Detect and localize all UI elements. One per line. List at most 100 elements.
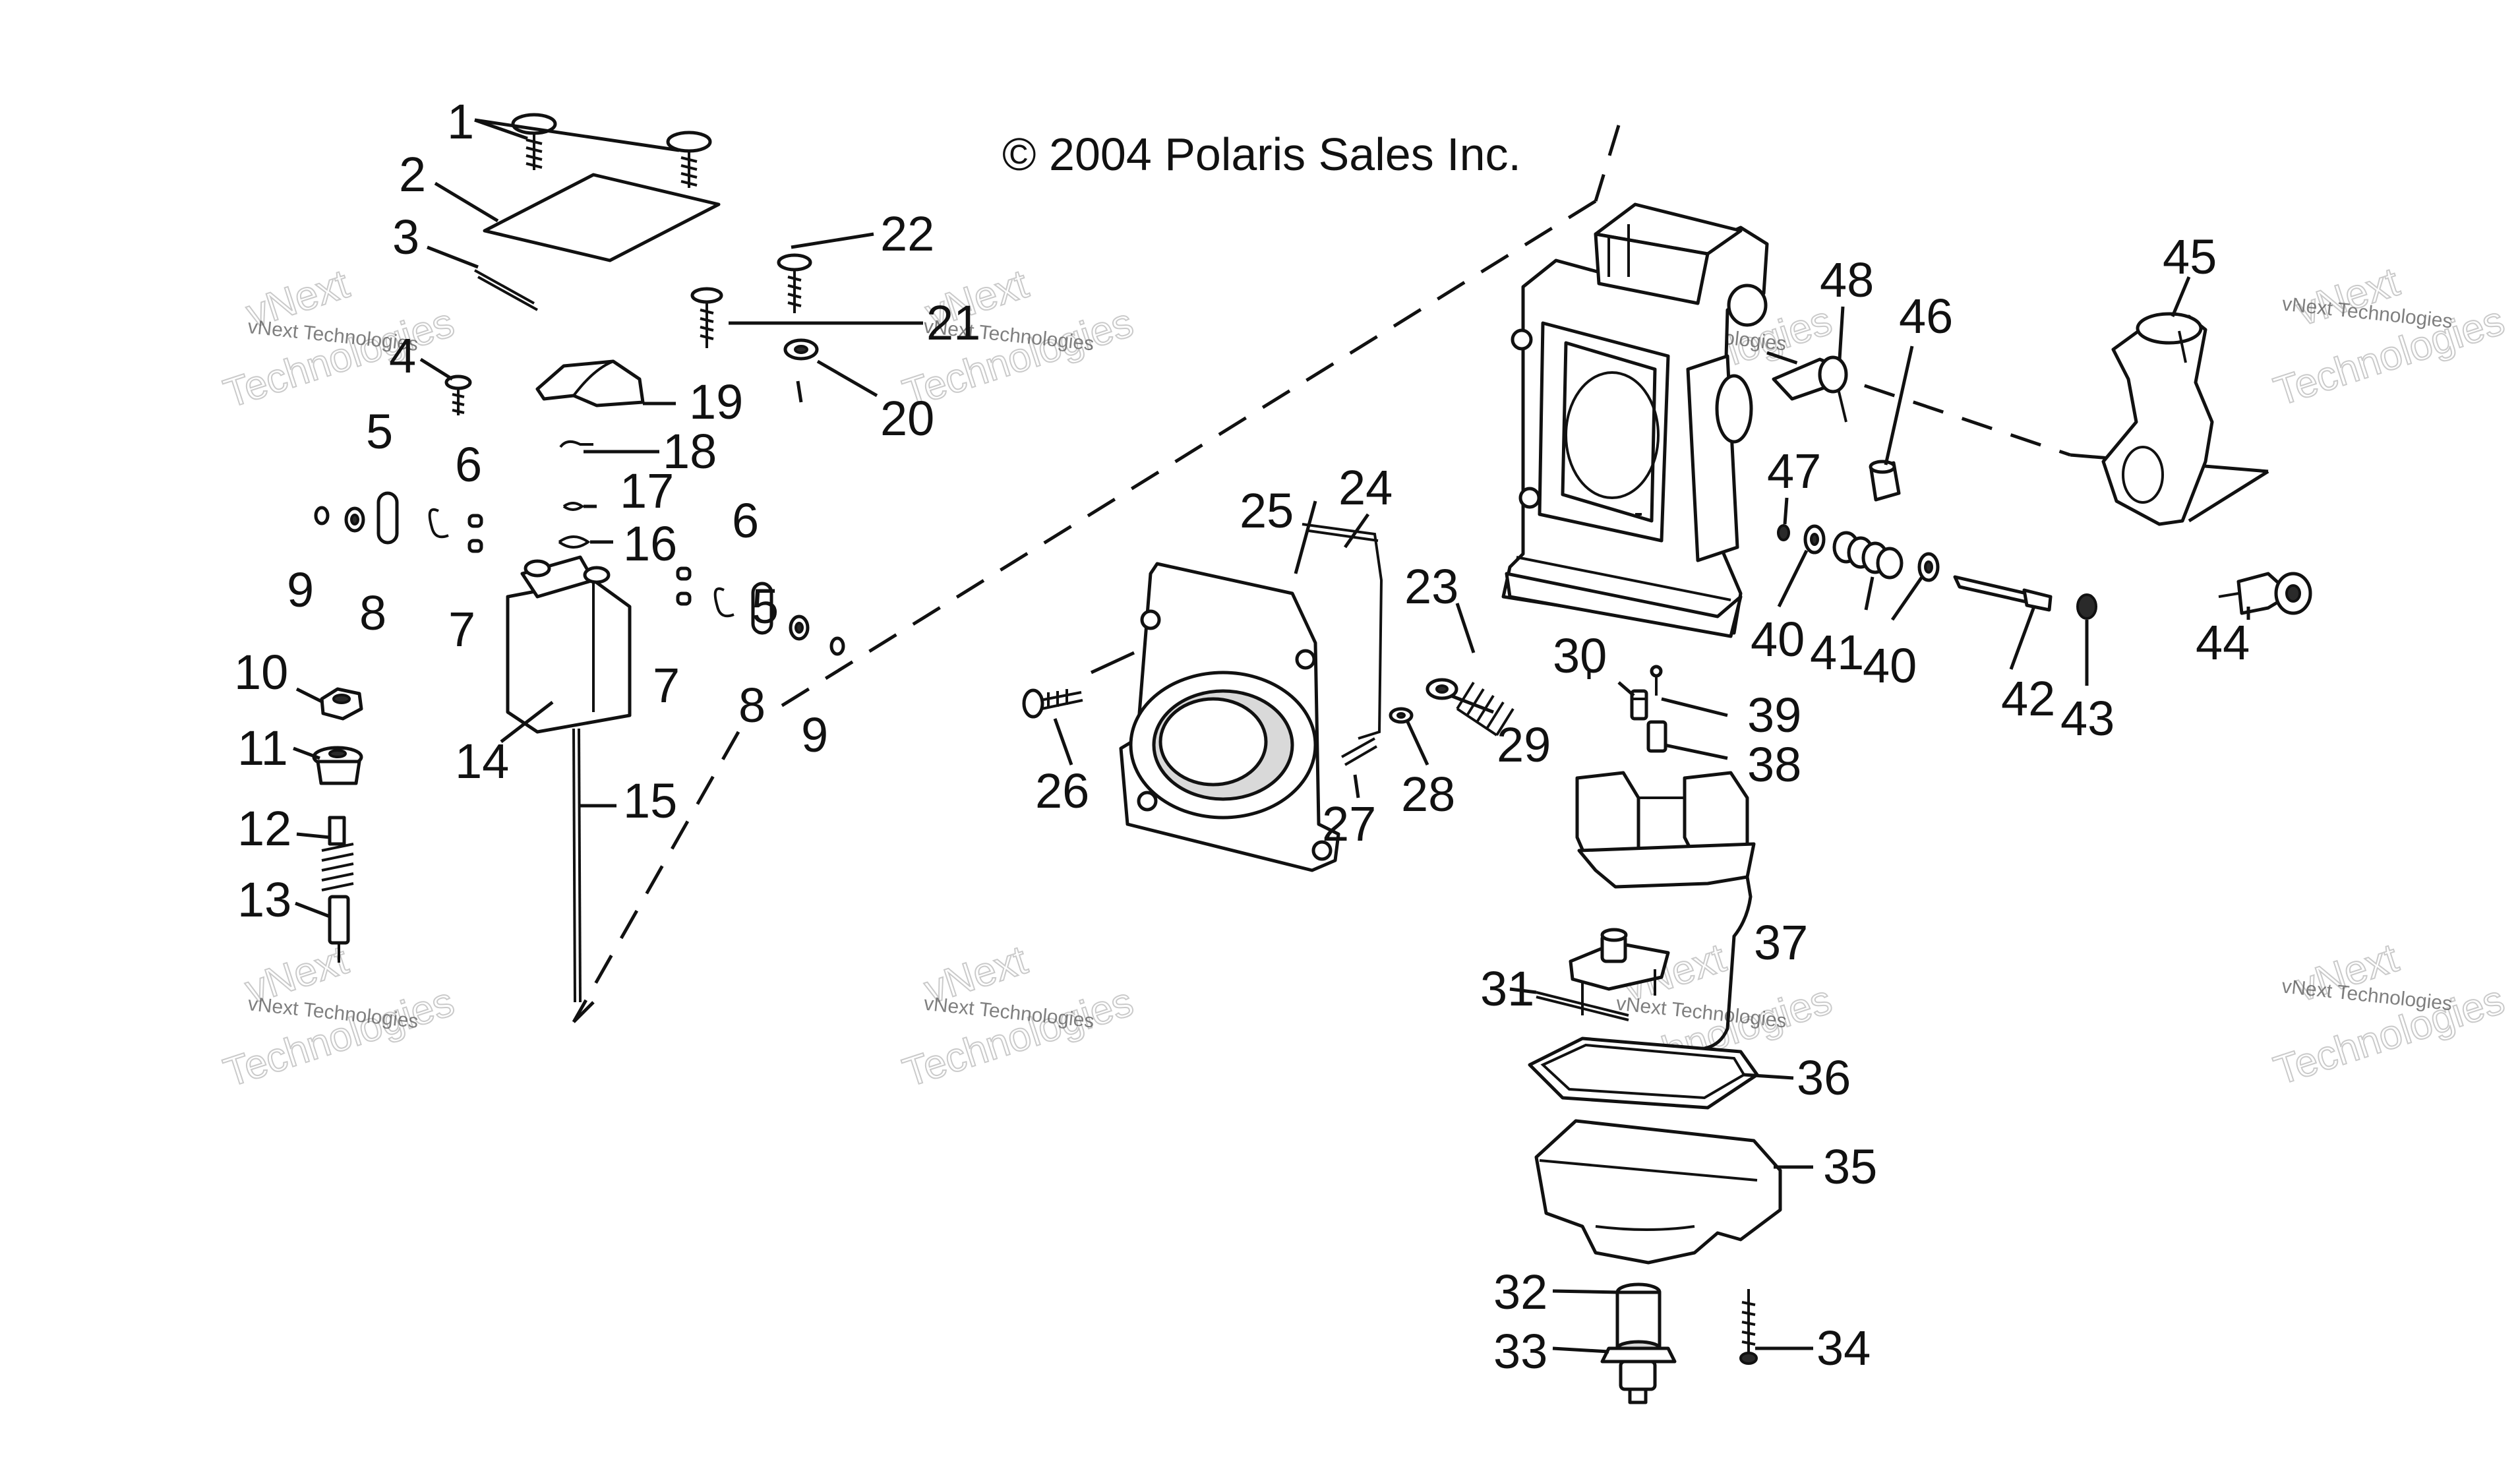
callout-1: 1 xyxy=(447,94,474,149)
bushing-7-left xyxy=(467,514,483,528)
callout-21: 21 xyxy=(926,295,980,350)
callout-42: 42 xyxy=(2001,671,2055,726)
callout-7-left: 7 xyxy=(448,602,475,657)
needle-jet-13 xyxy=(328,895,350,963)
callout-40-right: 40 xyxy=(1863,638,1917,693)
callout-9-right: 9 xyxy=(801,707,828,762)
callout-27: 27 xyxy=(1322,796,1376,851)
callout-24: 24 xyxy=(1338,460,1393,515)
screw-22 xyxy=(777,253,812,313)
watermark-bottom-right: vNext Technologies vNext Technologies xyxy=(2268,934,2511,1095)
callout-12: 12 xyxy=(237,801,291,856)
watermark-bottom-center: vNext Technologies vNext Technologies xyxy=(897,936,1139,1096)
callout-34: 34 xyxy=(1816,1321,1871,1375)
needle-15 xyxy=(572,728,576,1003)
callout-13: 13 xyxy=(237,872,291,927)
callout-46: 46 xyxy=(1899,289,1953,344)
washer-40-right xyxy=(1917,552,1940,582)
float-bowl-35 xyxy=(1534,1119,1782,1265)
float-37 xyxy=(1575,771,1756,889)
link-8-right xyxy=(751,582,773,635)
bracket-19 xyxy=(535,359,645,407)
washer-28 xyxy=(1389,707,1414,724)
callout-47: 47 xyxy=(1767,444,1821,498)
watermark-top-right: vNext Technologies vNext Technologies xyxy=(2268,258,2511,415)
washer-29 xyxy=(1425,678,1458,700)
callout-labels: 1 2 3 4 5 6 7 8 9 10 11 12 13 14 15 16 1… xyxy=(234,94,2250,1379)
pin-31 xyxy=(1536,991,1629,1017)
callout-38: 38 xyxy=(1747,737,1801,792)
callout-10: 10 xyxy=(234,645,288,700)
screw-26 xyxy=(1022,688,1083,719)
callout-17: 17 xyxy=(620,464,674,518)
callout-14: 14 xyxy=(455,734,509,789)
jet-30 xyxy=(1630,689,1648,721)
screw-34 xyxy=(1739,1289,1758,1365)
washer-17 xyxy=(562,502,585,511)
copyright-text: © 2004 Polaris Sales Inc. xyxy=(1002,129,1521,180)
guide-dash xyxy=(572,731,740,1023)
callout-8-left: 8 xyxy=(359,585,386,640)
callout-37: 37 xyxy=(1754,915,1808,970)
cover-plate-2 xyxy=(483,173,721,262)
bushing-7-right xyxy=(676,566,692,581)
main-jet-33 xyxy=(1600,1346,1677,1404)
callout-9-left: 9 xyxy=(287,562,314,617)
jet-39 xyxy=(1650,665,1663,696)
spring-41 xyxy=(1832,531,1904,580)
carburetor-body xyxy=(1501,202,1769,638)
choke-lever-45 xyxy=(2101,312,2214,526)
screw-1a xyxy=(511,113,557,170)
callout-48: 48 xyxy=(1820,253,1874,307)
callout-28: 28 xyxy=(1401,767,1455,822)
pin-27 xyxy=(1341,737,1378,766)
jet-38 xyxy=(1646,720,1667,753)
screw-1b xyxy=(666,131,712,188)
callout-3: 3 xyxy=(392,210,419,264)
callout-5-right: 5 xyxy=(752,579,779,634)
fitting-48 xyxy=(1772,355,1848,423)
drain-plug-32 xyxy=(1615,1282,1662,1357)
callout-19: 19 xyxy=(689,375,743,429)
callout-25: 25 xyxy=(1240,483,1294,538)
clip-6-right xyxy=(713,587,735,618)
callout-23: 23 xyxy=(1404,559,1458,614)
callout-4: 4 xyxy=(389,328,416,383)
callout-41: 41 xyxy=(1810,625,1864,680)
callout-18: 18 xyxy=(663,424,717,479)
callout-30: 30 xyxy=(1553,628,1607,683)
leader-lines xyxy=(293,118,2250,1354)
plunger-42 xyxy=(1953,575,2053,612)
callout-33: 33 xyxy=(1493,1324,1547,1379)
callout-20: 20 xyxy=(880,391,934,446)
callout-11: 11 xyxy=(237,721,288,775)
callout-31: 31 xyxy=(1480,961,1534,1016)
guide-dash xyxy=(770,199,1597,714)
ring-43 xyxy=(2076,593,2097,620)
intake-flange-25 xyxy=(1119,562,1340,872)
guide-dash xyxy=(2188,469,2269,523)
callout-32: 32 xyxy=(1493,1265,1547,1319)
gasket-24 xyxy=(1302,523,1383,740)
washer-16 xyxy=(558,535,591,549)
callout-35: 35 xyxy=(1823,1139,1877,1194)
ring-9-right xyxy=(829,636,845,656)
callout-43: 43 xyxy=(2060,691,2115,746)
callout-5-left: 5 xyxy=(366,404,393,459)
callout-45: 45 xyxy=(2163,229,2217,284)
nut-10 xyxy=(320,687,363,721)
callout-6-left: 6 xyxy=(455,437,482,492)
callout-15: 15 xyxy=(623,773,677,828)
nut-11 xyxy=(312,746,363,785)
spring-12 xyxy=(321,816,354,891)
needle-valve-seat xyxy=(1569,928,1670,1015)
callout-44: 44 xyxy=(2196,615,2250,670)
callout-16: 16 xyxy=(623,516,677,571)
clip-18 xyxy=(559,440,593,448)
ring-47 xyxy=(1777,524,1790,541)
guide-dash xyxy=(572,1001,595,1023)
nut-20 xyxy=(783,338,819,361)
gasket-3 xyxy=(474,269,535,305)
cap-46 xyxy=(1869,460,1901,502)
